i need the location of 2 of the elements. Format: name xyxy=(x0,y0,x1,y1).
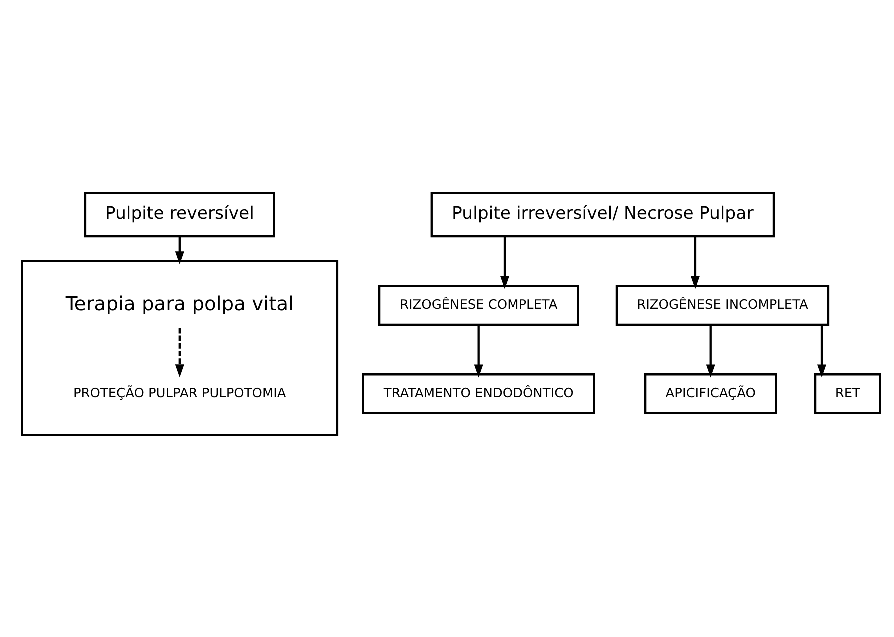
node-text: Terapia para polpa vital xyxy=(66,292,294,316)
node-text: PROTEÇÃO PULPAR PULPOTOMIA xyxy=(74,386,286,402)
